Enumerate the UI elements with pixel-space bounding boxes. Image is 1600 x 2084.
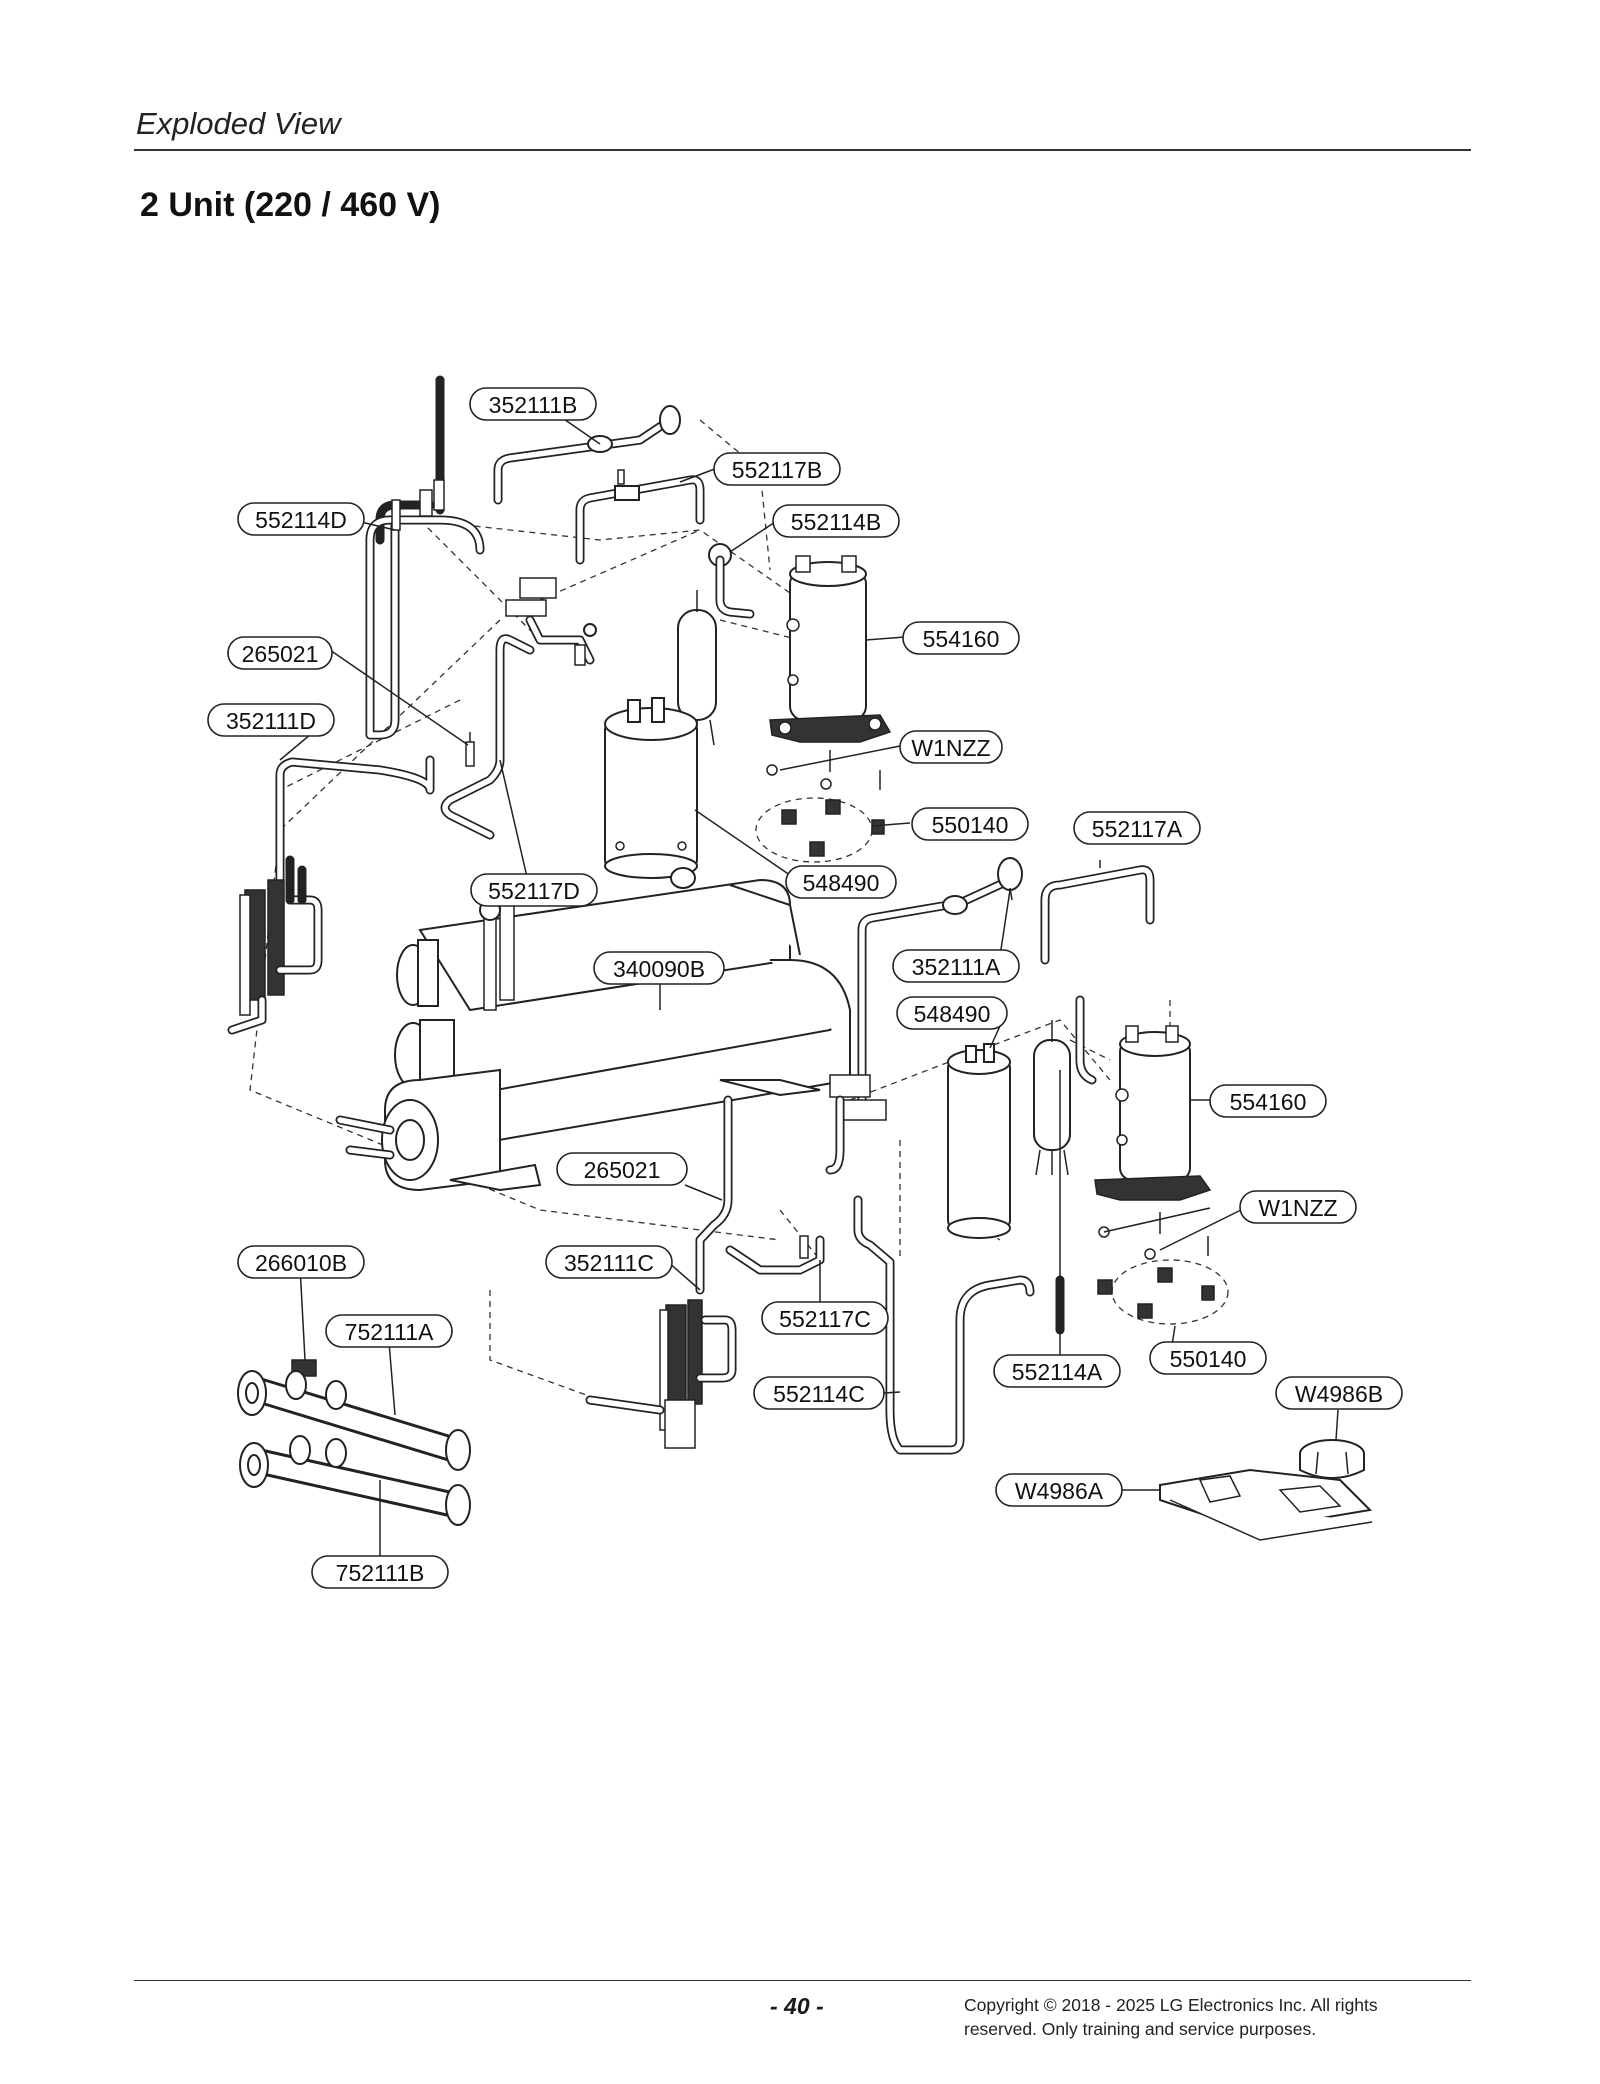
svg-text:266010B: 266010B [255,1250,347,1276]
pipe-552117A [1040,860,1155,965]
svg-text:552114D: 552114D [255,507,347,533]
svg-text:552114C: 552114C [773,1381,865,1407]
page-title: 2 Unit (220 / 460 V) [140,186,441,224]
svg-text:548490: 548490 [803,870,880,896]
callout-552114A: 552114A [993,1354,1121,1388]
fasteners-W1NZZ-bot [1098,1212,1209,1260]
fasteners-W1NZZ-top [766,750,881,790]
callout-352111B: 352111B [469,387,597,421]
callout-552117C: 552117C [761,1301,889,1335]
callout-552117A: 552117A [1073,811,1201,845]
svg-text:352111A: 352111A [912,954,1001,980]
svg-text:552114A: 552114A [1012,1359,1103,1385]
pipe-552114C [853,1195,1035,1455]
callout-352111A: 352111A [892,949,1020,983]
condenser-340090B [335,867,851,1192]
svg-text:550140: 550140 [1170,1346,1247,1372]
section-heading: Exploded View [136,106,341,141]
svg-text:552117A: 552117A [1092,816,1183,842]
svg-text:W1NZZ: W1NZZ [911,735,990,761]
callout-554160-top: 554160 [902,621,1020,655]
svg-text:548490: 548490 [914,1001,991,1027]
svg-text:W4986B: W4986B [1295,1381,1383,1407]
receiver-548490-mid [947,1043,1011,1239]
pipe-552117D [440,634,535,840]
pipe-552117C [725,1235,825,1275]
cap-W4986B [1299,1439,1365,1479]
copyright-line-1: Copyright © 2018 - 2025 LG Electronics I… [964,1995,1378,2015]
pipe-552114D [365,375,485,740]
callout-552114D: 552114D [237,502,365,536]
svg-text:552117D: 552117D [488,878,580,904]
accumulator-top [677,590,717,746]
pipe-552114B [708,543,755,619]
svg-text:352111C: 352111C [564,1250,654,1276]
callout-550140-top: 550140 [911,807,1029,841]
page-number: - 40 - [770,1993,824,2019]
svg-text:W4986A: W4986A [1015,1478,1104,1504]
svg-text:552114B: 552114B [791,509,881,535]
callout-W4986B: W4986B [1275,1376,1403,1410]
callout-352111C: 352111C [545,1245,673,1279]
valve-fitting-cluster [505,577,597,666]
callout-265021-bot: 265021 [556,1152,688,1186]
header-rule [134,149,1471,151]
copyright-line-2: reserved. Only training and service purp… [964,2019,1317,2039]
svg-text:340090B: 340090B [613,956,705,982]
svg-text:554160: 554160 [923,626,1000,652]
pipe-552117B [575,469,705,565]
heat-exchanger-left [227,855,323,1035]
svg-text:552117B: 552117B [732,457,822,483]
callout-352111D: 352111D [207,703,335,737]
pipe-352111D [275,755,435,885]
svg-text:352111B: 352111B [489,392,578,418]
svg-text:554160: 554160 [1230,1089,1307,1115]
sensor-265021-top [465,732,475,767]
callout-752111B: 752111B [311,1555,449,1589]
compressor-554160-top [769,555,892,743]
svg-text:352111D: 352111D [226,708,316,734]
callout-340090B: 340090B [593,951,725,985]
svg-text:552117C: 552117C [779,1306,871,1332]
callout-W4986A: W4986A [995,1473,1123,1507]
callout-552114C: 552114C [753,1376,885,1410]
pipe-352111A [857,857,1023,1115]
copyright-notice: Copyright © 2018 - 2025 LG Electronics I… [964,1993,1464,2041]
accumulator-mid [1033,1020,1071,1176]
callout-548490-mid: 548490 [896,996,1008,1030]
callout-552114B: 552114B [772,504,900,538]
callout-266010B: 266010B [237,1245,365,1279]
callout-265021-top: 265021 [227,636,333,670]
compressor-554160-mid [1094,1025,1212,1201]
callout-752111A: 752111A [325,1314,453,1348]
svg-text:550140: 550140 [932,812,1009,838]
callout-554160-mid: 554160 [1209,1084,1327,1118]
water-pipes-752111 [237,1359,471,1526]
heat-exchanger-bottom [585,1299,737,1449]
assembly-guide-lines [249,419,1171,1401]
svg-text:W1NZZ: W1NZZ [1258,1195,1337,1221]
plate-W4986A [1159,1468,1373,1541]
svg-text:752111A: 752111A [345,1319,434,1345]
svg-text:265021: 265021 [584,1157,661,1183]
callout-552117B: 552117B [713,452,841,486]
svg-text:265021: 265021 [242,641,319,667]
pipe-265021-bottom [695,1095,733,1295]
svg-text:752111B: 752111B [336,1560,425,1586]
receiver-548490-top [604,697,698,879]
callout-550140-bot: 550140 [1149,1341,1267,1375]
callout-W1NZZ-top: W1NZZ [899,730,1003,764]
rubber-mounts-550140-top [755,797,885,863]
rubber-mounts-550140-bot [1097,1259,1229,1325]
callout-552117D: 552117D [470,873,598,907]
callout-548490-top: 548490 [785,865,897,899]
footer-rule [134,1980,1471,1981]
valve-fitting-cluster-right [825,1074,887,1175]
callout-W1NZZ-bot: W1NZZ [1239,1190,1357,1224]
